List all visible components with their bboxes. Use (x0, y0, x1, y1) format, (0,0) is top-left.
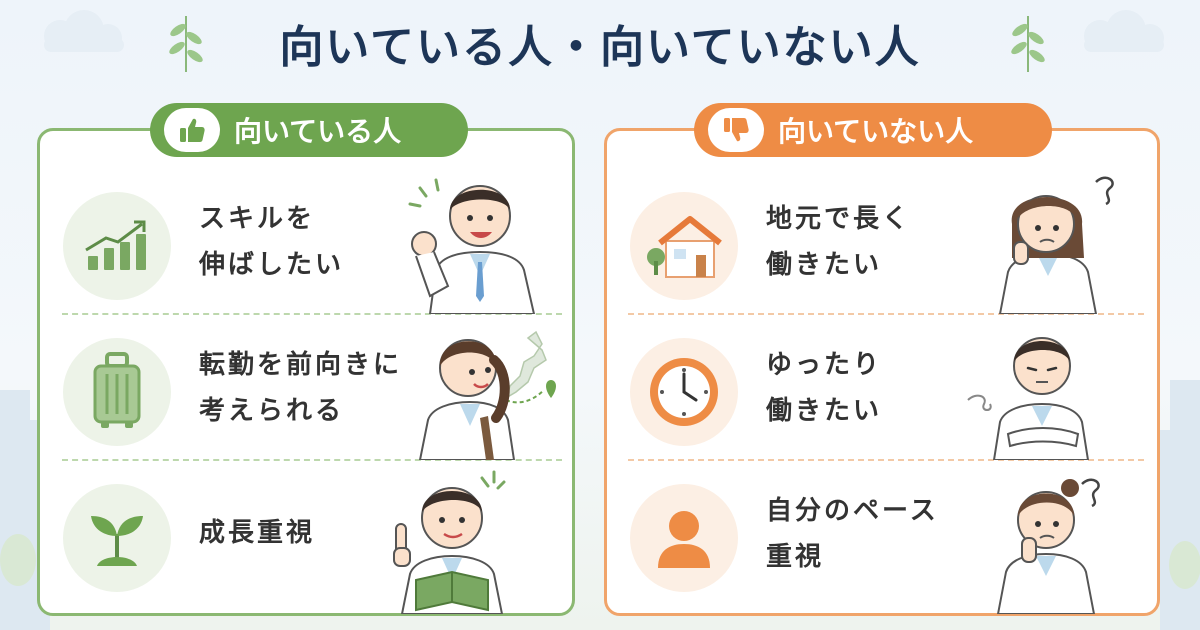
woman-with-map-illustration (418, 330, 556, 460)
item-label-line2: 働きたい (766, 250, 883, 280)
item-label-line2: 重視 (766, 542, 825, 572)
suitable-item-skill: スキルを 伸ばしたい (37, 172, 575, 312)
item-label-line1: 成長重視 (199, 518, 316, 548)
row-divider (62, 459, 562, 461)
unsuitable-heading-pill: 向いていない人 (694, 103, 1052, 157)
item-label-line2: 働きたい (766, 396, 883, 426)
suitable-item-growth: 成長重視 (37, 464, 575, 604)
suitable-item-transfer: 転勤を前向きに 考えられる (37, 318, 575, 458)
left-leaf-sprig-icon (169, 16, 203, 73)
item-label-line1: スキルを (199, 204, 316, 234)
right-leaf-sprig-icon (1011, 16, 1045, 73)
suitable-heading-text: 向いている人 (234, 115, 402, 148)
item-label-line1: 転勤を前向きに (199, 350, 403, 380)
row-divider (62, 313, 562, 315)
unsuitable-item-relaxed: ゆったり 働きたい (604, 318, 1160, 458)
item-label-line1: ゆったり (766, 350, 883, 380)
unsuitable-item-own-pace: 自分のペース 重視 (604, 464, 1160, 604)
person-icon (630, 484, 738, 592)
clock-icon (630, 338, 738, 446)
page-title: 向いている人・向いていない人 (279, 22, 921, 73)
thumbs-up-icon (164, 108, 220, 152)
sprout-icon (63, 484, 171, 592)
worried-woman-illustration (998, 176, 1114, 314)
growth-chart-icon (63, 192, 171, 300)
row-divider (628, 313, 1144, 315)
row-divider (628, 459, 1144, 461)
item-label-line2: 考えられる (199, 396, 345, 426)
unsuitable-heading-text: 向いていない人 (778, 115, 974, 148)
house-icon (630, 192, 738, 300)
item-label-line2: 伸ばしたい (199, 250, 345, 280)
man-with-book-illustration (393, 470, 506, 614)
item-label-line1: 地元で長く (766, 204, 912, 234)
thumbs-down-icon (708, 108, 764, 152)
confident-man-illustration (408, 178, 536, 314)
thinking-woman-illustration (996, 478, 1100, 614)
item-label-line1: 自分のペース (766, 496, 939, 526)
suitcase-icon (63, 338, 171, 446)
sighing-man-illustration (967, 337, 1090, 460)
unsuitable-item-local: 地元で長く 働きたい (604, 172, 1160, 312)
suitable-heading-pill: 向いている人 (150, 103, 468, 157)
